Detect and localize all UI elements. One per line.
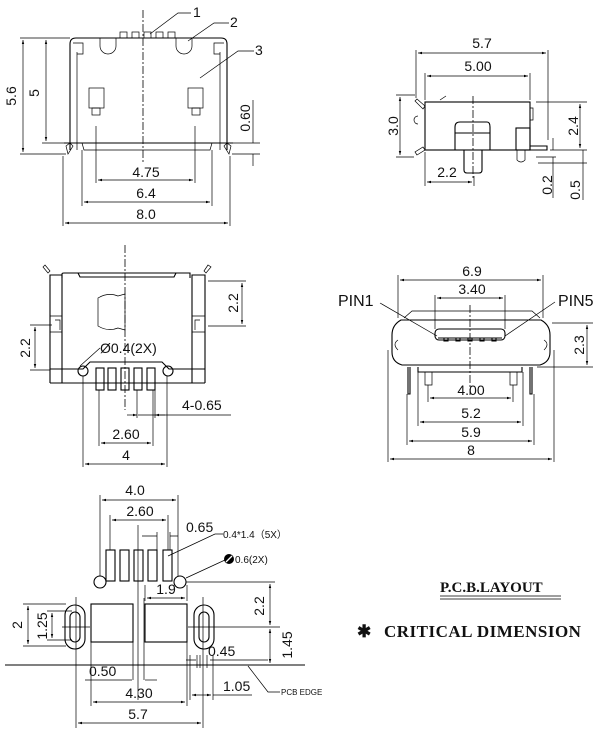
dim-side-total: 5.7	[472, 35, 492, 51]
dim-pcb-pitch: 0.65	[186, 519, 213, 535]
critical-asterisk-icon: ✱	[357, 622, 372, 641]
end-view: 6.9 3.40 PIN1 PIN5 2.3 4.00 5.2 5.9 8	[338, 263, 594, 462]
dim-pad-size: 0.4*1.4（5X）	[223, 529, 287, 541]
dim-pitch: 4-0.65	[182, 397, 222, 413]
dim-pcb-lower: 1.45	[279, 631, 295, 658]
dim-pcb-upper: 2.2	[251, 596, 267, 616]
dim-pcb-holes: 4.0	[125, 482, 145, 498]
dim-side-body-height: 2.4	[565, 116, 581, 136]
dim-bottom-left: 2.2	[17, 338, 33, 358]
front-body-outline	[69, 37, 228, 150]
pcb-hole-right	[173, 575, 187, 589]
dim-pads-width: 4.30	[125, 685, 152, 701]
pcb-layout-title: P.C.B.LAYOUT	[440, 580, 543, 596]
dim-total-width: 8.0	[136, 206, 156, 222]
callout-2: 2	[230, 14, 238, 30]
dim-end-height: 2.3	[571, 335, 587, 355]
bottom-hole-left	[77, 365, 89, 377]
bottom-view: 2.2 2.2 Ø0.4(2X) 4-0.65 2.60 4	[17, 245, 246, 467]
dim-slot-width: 0.45	[208, 643, 235, 659]
dim-holes-width: 4	[122, 447, 130, 463]
dim-bottom-right: 2.2	[225, 293, 241, 313]
dim-side-peg: 0.5	[567, 180, 583, 200]
critical-dimension-note: CRITICAL DIMENSION	[384, 622, 582, 641]
dim-slot-inner: 1.25	[34, 612, 50, 639]
callout-3: 3	[255, 42, 263, 58]
dim-end-inner: 5.2	[461, 405, 481, 421]
plug-outline	[97, 293, 126, 331]
dim-ledge: 0.60	[237, 104, 253, 131]
dim-contacts-width: 4.75	[132, 164, 159, 180]
label-pin1: PIN1	[338, 293, 374, 310]
dim-pcb-pads: 2.60	[126, 503, 153, 519]
dim-side-pin: 0.2	[539, 175, 555, 195]
dim-end-outer: 8	[467, 442, 475, 458]
callout-1: 1	[193, 4, 201, 20]
dim-end-legs: 5.9	[461, 424, 481, 440]
dim-end-total: 6.9	[462, 263, 482, 279]
dim-slot-offset: 1.05	[223, 678, 250, 694]
dim-hole-dia: Ø0.4(2X)	[100, 340, 157, 356]
notes: P.C.B.LAYOUT ✱ CRITICAL DIMENSION	[357, 580, 582, 641]
label-pin5: PIN5	[558, 293, 594, 310]
front-view: 5.6 5 0.60 4.75 6.4 8.0 1 2 3	[3, 4, 263, 226]
dim-hole-dia: 0.6(2X)	[235, 555, 268, 566]
pcb-edge-label: PCB EDGE	[281, 688, 322, 697]
mount-pad-right	[144, 603, 188, 643]
dim-side-body: 5.00	[464, 58, 491, 74]
dim-slots-width: 5.7	[128, 706, 148, 722]
dim-end-pegs: 4.00	[457, 382, 484, 398]
dim-slot-height: 2	[9, 621, 25, 629]
pcb-hole-left	[93, 575, 107, 589]
side-body	[424, 101, 531, 151]
end-body	[391, 319, 551, 366]
dim-side-peg-offset: 2.2	[437, 164, 457, 180]
dim-pad-gap: 0.50	[89, 663, 116, 679]
dim-hole-offset: 1.9	[156, 581, 176, 597]
signal-pads	[105, 549, 173, 582]
mount-pad-left	[90, 603, 134, 643]
dim-base-width: 6.4	[136, 185, 156, 201]
bottom-pins	[95, 367, 156, 391]
pcb-layout: 4.0 2.60 0.65 0.4*1.4（5X） 0.6(2X) 1.9 2.…	[5, 482, 322, 728]
dim-pins-width: 2.60	[112, 426, 139, 442]
top-contacts	[119, 31, 176, 39]
dim-height-total: 5.6	[3, 86, 19, 106]
dim-side-height: 3.0	[385, 116, 401, 136]
side-view: 5.7 5.00 3.0 2.4 0.2 0.5 2.2	[385, 35, 587, 200]
bottom-hole-right	[162, 365, 174, 377]
dim-end-opening: 3.40	[458, 281, 485, 297]
dim-height-body: 5	[26, 89, 42, 97]
